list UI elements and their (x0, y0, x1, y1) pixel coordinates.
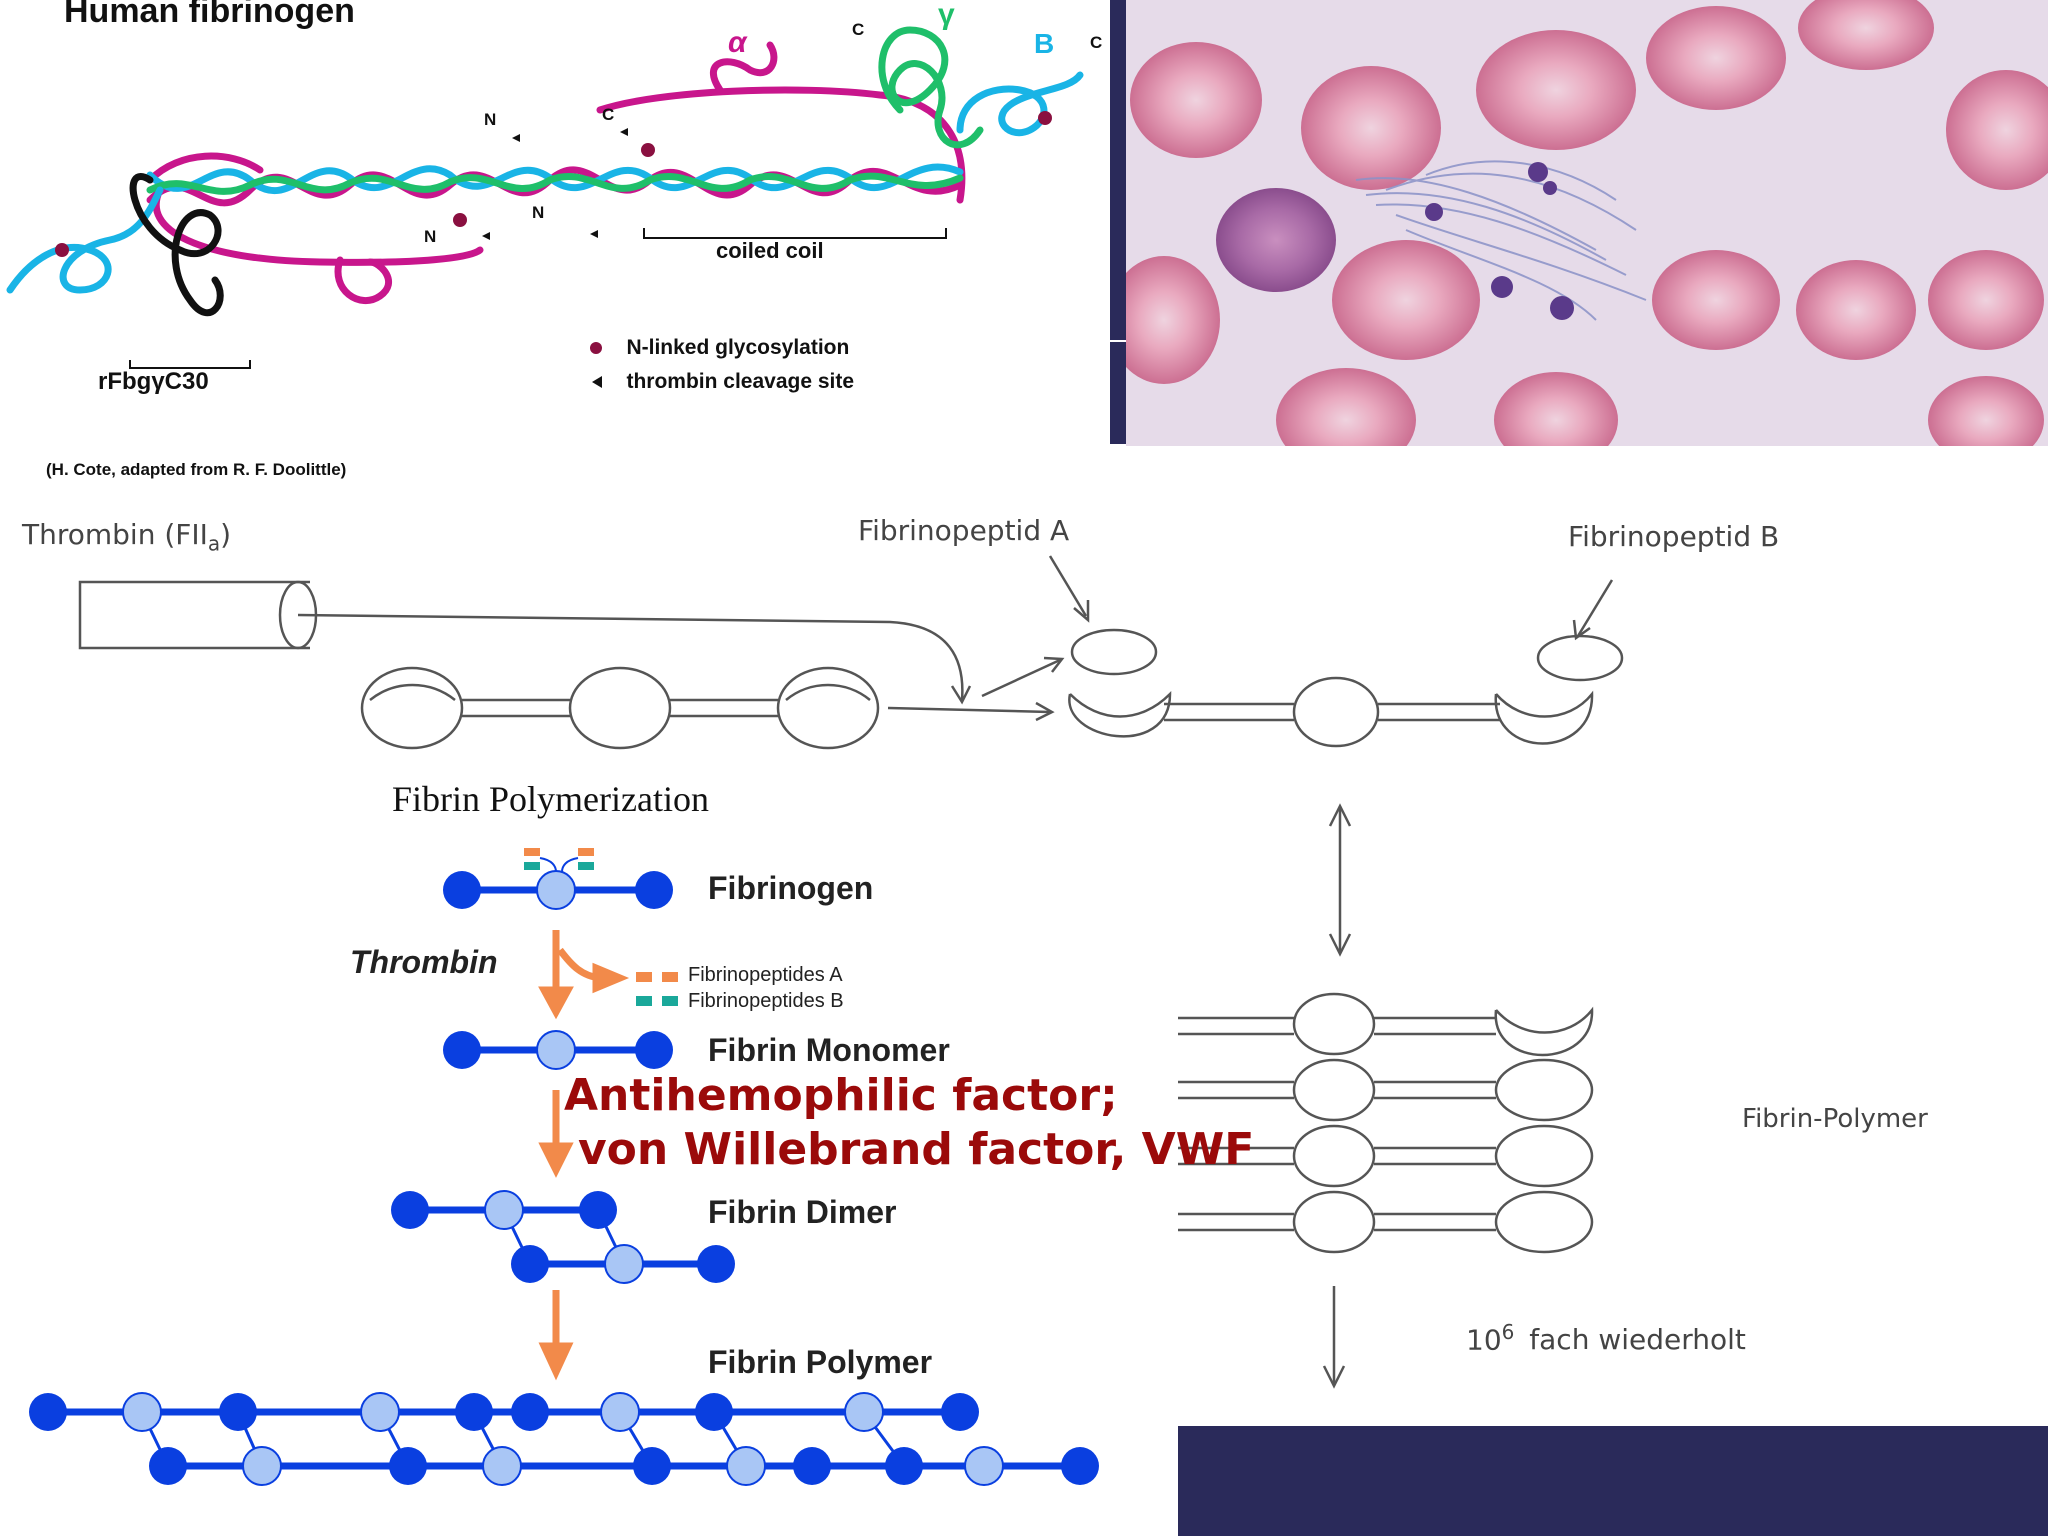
glycosylation-icon (590, 342, 602, 354)
polymer-crosslink (862, 1411, 906, 1467)
legend-glycosylation: N-linked glycosylation (590, 336, 849, 362)
stage-fibrin-dimer: Fibrin Dimer (708, 1194, 897, 1230)
blood-smear-image (1126, 0, 2048, 446)
fibrinopeptide-b-label: Fibrinopeptid B (1568, 520, 1780, 553)
repeat-exp: 6 (1501, 1320, 1515, 1344)
legend-cleavage-text: thrombin cleavage site (626, 370, 855, 393)
legend-cleavage: thrombin cleavage site (592, 370, 854, 396)
thrombin-label-main: Thrombin (FII (22, 518, 208, 551)
coiled-coil-label: coiled coil (716, 238, 824, 263)
polymer-node (695, 1393, 733, 1431)
thrombin-label-sub: a (207, 531, 221, 556)
polymer-node (1061, 1447, 1099, 1485)
polymer-node (793, 1447, 831, 1485)
polymer-node (122, 1392, 162, 1432)
fragment-label: rFbgγC30 (98, 368, 209, 395)
stage-fibrinogen: Fibrinogen (708, 870, 874, 906)
polymer-crosslink (236, 1411, 264, 1467)
micrograph-tick (1110, 340, 1126, 342)
polymer-node (726, 1446, 766, 1486)
terminus-n-3: N (532, 203, 544, 222)
thrombin-label-close: ) (220, 518, 232, 551)
polymer-node (633, 1447, 671, 1485)
peptides-a-label: Fibrinopeptides A (688, 964, 843, 986)
polymer-node (149, 1447, 187, 1485)
fibrinogen-title: Human fibrinogen (64, 0, 355, 30)
polymer-node (844, 1392, 884, 1432)
polymer-node (29, 1393, 67, 1431)
fibrinopeptide-a-label: Fibrinopeptid A (858, 514, 1070, 547)
repeat-label: 106 fach wiederholt (1466, 1320, 1746, 1356)
fibrinogen-nodes (443, 870, 673, 910)
polymer-node (482, 1446, 522, 1486)
fibrin-polymer-label: Fibrin-Polymer (1742, 1104, 1928, 1134)
polymer-node (389, 1447, 427, 1485)
repeat-text: fach wiederholt (1529, 1323, 1746, 1357)
peptides-b-label: Fibrinopeptides B (688, 990, 844, 1012)
polymerization-heading: Fibrin Polymerization (392, 779, 709, 819)
fibrin-polymer-chain (29, 1392, 1099, 1486)
polymer-node (885, 1447, 923, 1485)
polymer-node (600, 1392, 640, 1432)
chain-alpha-label: α (728, 26, 747, 59)
thrombin-label: Thrombin (FIIa) (22, 518, 231, 556)
terminus-n-2: N (424, 227, 436, 246)
stage-fibrin-polymer: Fibrin Polymer (708, 1344, 933, 1380)
polymer-node (242, 1446, 282, 1486)
terminus-c-2: C (852, 20, 864, 39)
polymer-crosslink (378, 1411, 410, 1467)
chain-beta-label: B (1034, 28, 1055, 59)
fibrinogen-structure: N C N N C C (6, 20, 1102, 369)
terminus-c-1: C (602, 105, 614, 124)
overlay-line-1: Antihemophilic factor; (564, 1070, 1118, 1121)
credit-text: (H. Cote, adapted from R. F. Doolittle) (46, 460, 347, 479)
terminus-n-1: N (484, 110, 496, 129)
legend-glycosylation-text: N-linked glycosylation (626, 336, 850, 359)
polymer-crosslink (618, 1411, 654, 1467)
polymer-node (360, 1392, 400, 1432)
left-navy-divider (1110, 0, 1126, 444)
chain-gamma-label: γ (938, 0, 955, 31)
repeat-base: 10 (1466, 1323, 1502, 1357)
thrombin-enzyme-label: Thrombin (350, 944, 498, 980)
overlay-line-2: von Willebrand factor, VWF (578, 1124, 1255, 1175)
polymer-crosslink (712, 1411, 748, 1467)
terminus-c-3: C (1090, 33, 1102, 52)
polymer-node (941, 1393, 979, 1431)
polymer-crosslink (472, 1411, 504, 1467)
polymer-node (511, 1393, 549, 1431)
navy-footer-block (1178, 1426, 2048, 1536)
polymer-crosslink (140, 1411, 170, 1467)
polymer-node (964, 1446, 1004, 1486)
polymer-node (455, 1393, 493, 1431)
polymer-node (219, 1393, 257, 1431)
stage-fibrin-monomer: Fibrin Monomer (708, 1032, 950, 1068)
triangle-icon (592, 376, 602, 388)
